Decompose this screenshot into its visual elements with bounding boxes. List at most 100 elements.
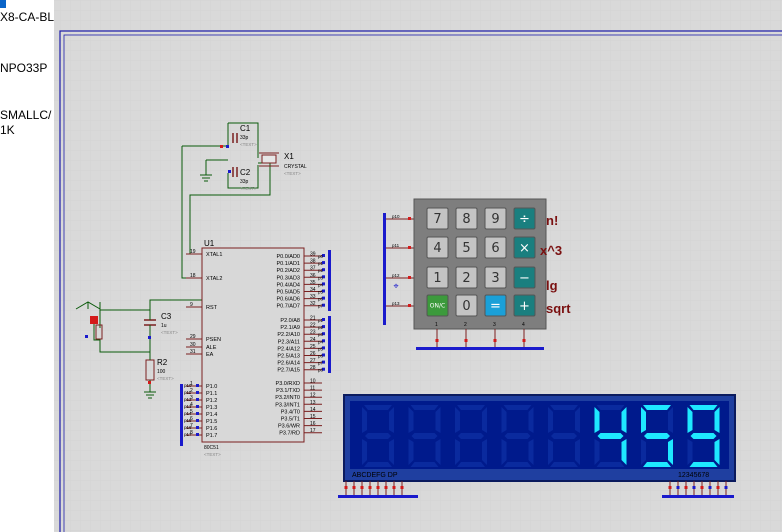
c3-value: 1u (161, 323, 167, 329)
component-list-item-3[interactable]: 1K (0, 123, 15, 137)
keypad-row-net-label: p12 (392, 273, 400, 278)
sheet-border-inner (63, 34, 782, 532)
display-segment-b (621, 407, 627, 433)
mcu-left-pin-name: XTAL2 (206, 276, 222, 282)
display-segment-e (362, 439, 367, 465)
bus-p2 (328, 316, 331, 373)
mcu-right-pin-name: P0.2/AD2 (276, 268, 300, 274)
keypad-key-op[interactable] (513, 236, 536, 259)
display-digit (548, 405, 580, 467)
display-segment-d (689, 462, 718, 467)
mcu-left-pin-num: 29 (190, 334, 196, 340)
display-segment-g (597, 433, 624, 439)
display-segment-g (504, 433, 531, 439)
keypad-annotation: n! (546, 213, 558, 228)
mcu-right-pin-name: P3.3/INT1 (275, 402, 300, 408)
mcu-left-pin-name: P1.7 (206, 433, 217, 439)
mcu-left-pin-name: P1.4 (206, 412, 217, 418)
display-segment-f (362, 407, 367, 433)
display-segment-e (408, 439, 414, 465)
display-segment-d (364, 462, 392, 467)
mcu-left-pin-name: ALE (206, 345, 217, 351)
keypad-key-op[interactable] (513, 207, 536, 230)
mcu-right-pin-name: P3.1/TXD (276, 388, 300, 394)
mcu-p2-net-label: p7 (318, 361, 324, 366)
display-segment-g (551, 433, 577, 439)
component-list-item-1[interactable]: NPO33P (0, 61, 48, 75)
mcu-right-pin-name: P0.1/AD1 (276, 261, 300, 267)
keypad-key-equals[interactable] (484, 294, 507, 317)
component-list-item-0[interactable]: X8-CA-BL (0, 10, 55, 24)
keypad-key-1[interactable] (426, 266, 449, 289)
mcu-left-pin-name: P1.2 (206, 398, 217, 404)
mcu-left-pin-name: P1.5 (206, 419, 217, 425)
keypad-key-op[interactable] (513, 266, 536, 289)
oscillator-circuit[interactable] (181, 122, 279, 279)
keypad-key-4[interactable] (426, 236, 449, 259)
keypad-key-label: = (490, 299, 501, 314)
keypad-key-5[interactable] (455, 236, 478, 259)
component-list-selection-marker (0, 0, 6, 8)
mcu-p0-net-label: p4 (318, 282, 324, 287)
display-digit-pin-marker (668, 486, 672, 489)
mcu-right-pin-num: 39 (310, 252, 316, 258)
mcu-right-pin-name: P3.7/RD (279, 431, 300, 437)
keypad-key-0[interactable] (455, 294, 478, 317)
mcu-left-pin-num: 5 (190, 409, 193, 415)
display-segment-a (503, 405, 532, 410)
keypad-key-7[interactable] (426, 207, 449, 230)
mcu-right-pin-num: 27 (310, 358, 316, 364)
display-digit (408, 405, 441, 467)
display-segment-b (668, 407, 673, 433)
keypad-key-op[interactable] (513, 294, 536, 317)
display-segment-e (455, 439, 460, 465)
keypad-column-label: 3 (493, 322, 496, 328)
component-list-item-2[interactable]: SMALLC/ (0, 108, 52, 122)
display-segment-e (641, 439, 646, 465)
mcu-right-pin-marker (322, 254, 325, 257)
keypad-key-2[interactable] (455, 266, 478, 289)
mcu-right-pin-num: 10 (310, 379, 316, 385)
display-digit (455, 405, 487, 467)
display-segment-f (501, 407, 507, 433)
mcu-p1-net-label: p14 (184, 411, 192, 416)
display-digit-pin-marker (676, 486, 680, 489)
display-segment-c (389, 439, 394, 465)
keypad-key-9[interactable] (484, 207, 507, 230)
mcu-right-pin-num: 34 (310, 287, 316, 293)
keypad-column-label: 2 (464, 322, 467, 328)
mcu-right-pin-name: P0.6/AD6 (276, 297, 300, 303)
mcu-right-pin-name: P3.5/T1 (281, 417, 300, 423)
display-segment-pin-marker (344, 486, 348, 489)
mcu-ref: U1 (204, 239, 215, 248)
reset-circuit[interactable] (75, 299, 202, 399)
mcu-right-pin-name: P3.0/RXD (276, 381, 300, 387)
r2-value: 100 (157, 369, 166, 375)
keypad-column-label: 4 (522, 322, 525, 328)
mcu-right-pin-num: 15 (310, 414, 316, 420)
display-segment-d (503, 462, 532, 467)
mcu-left-pin-num: 7 (190, 423, 193, 429)
keypad-key-on-clear[interactable] (426, 294, 449, 317)
keypad-column-pin-marker (435, 339, 439, 342)
keypad-key-label: + (519, 299, 530, 314)
display-segment-pin-marker (392, 486, 396, 489)
display-digit (362, 405, 394, 467)
c2-text: <TEXT> (240, 186, 257, 191)
keypad-key-6[interactable] (484, 236, 507, 259)
mcu-body[interactable] (201, 247, 305, 443)
display-segment-g (365, 433, 391, 439)
mcu-right-pin-marker (322, 367, 325, 371)
keypad-column-pin-marker (493, 339, 497, 342)
mcu-p1-pin-marker (196, 384, 199, 387)
mcu-part: 80C51 (204, 445, 219, 451)
mcu-right-pin-num: 28 (310, 365, 316, 371)
keypad-key-3[interactable] (484, 266, 507, 289)
keypad-row-pin-marker (408, 304, 411, 307)
keypad-key-8[interactable] (455, 207, 478, 230)
mcu-left-pin-name: P1.3 (206, 405, 217, 411)
display-segment-pin-marker (400, 486, 404, 489)
mcu-left-pin-name: P1.1 (206, 391, 217, 397)
